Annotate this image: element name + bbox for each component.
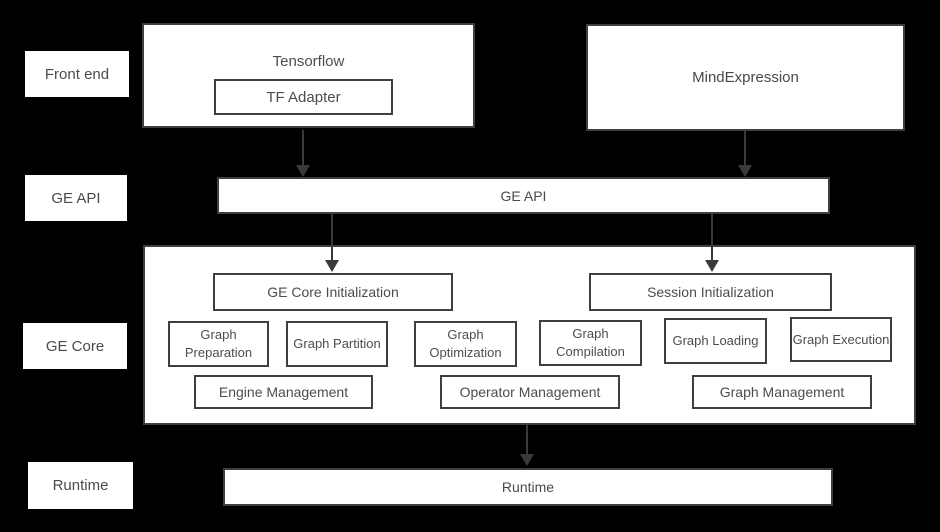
graph-execution-box: Graph Execution xyxy=(790,317,892,362)
graph-compilation-box: Graph Compilation xyxy=(539,320,642,366)
session-initialization-box: Session Initialization xyxy=(589,273,832,311)
arrow-tf-adapter-to-ge-api xyxy=(295,130,311,177)
runtime-bar: Runtime xyxy=(223,468,833,506)
arrow-line xyxy=(711,214,713,260)
row-label-ge-core: GE Core xyxy=(23,323,127,369)
ge-core-box: GE Core Initialization Session Initializ… xyxy=(143,245,916,425)
arrow-ge-api-to-ge-core-initialization xyxy=(324,214,340,272)
arrow-ge-api-to-session-initialization xyxy=(704,214,720,272)
row-label-runtime: Runtime xyxy=(28,462,133,509)
arrow-line xyxy=(744,131,746,165)
arrow-head xyxy=(705,260,719,272)
arrow-mindexpression-to-ge-api xyxy=(737,131,753,177)
arrow-head xyxy=(325,260,339,272)
arrow-line xyxy=(526,425,528,454)
arrow-ge-core-to-runtime xyxy=(519,425,535,466)
ge-core-initialization-box: GE Core Initialization xyxy=(213,273,453,311)
arrow-line xyxy=(302,130,304,165)
graph-management-box: Graph Management xyxy=(692,375,872,409)
engine-management-box: Engine Management xyxy=(194,375,373,409)
graph-partition-box: Graph Partition xyxy=(286,321,388,367)
arrow-head xyxy=(296,165,310,177)
arrow-head xyxy=(738,165,752,177)
operator-management-box: Operator Management xyxy=(440,375,620,409)
graph-loading-box: Graph Loading xyxy=(664,318,767,364)
tensorflow-box: Tensorflow TF Adapter xyxy=(142,23,475,128)
row-label-ge-api: GE API xyxy=(25,175,127,221)
ge-api-bar: GE API xyxy=(217,177,830,214)
mindexpression-box: MindExpression xyxy=(586,24,905,131)
graph-optimization-box: Graph Optimization xyxy=(414,321,517,367)
row-label-front-end: Front end xyxy=(25,51,129,97)
tf-adapter-box: TF Adapter xyxy=(214,79,393,115)
tensorflow-label: Tensorflow xyxy=(272,53,345,70)
graph-preparation-box: Graph Preparation xyxy=(168,321,269,367)
arrow-line xyxy=(331,214,333,260)
arrow-head xyxy=(520,454,534,466)
